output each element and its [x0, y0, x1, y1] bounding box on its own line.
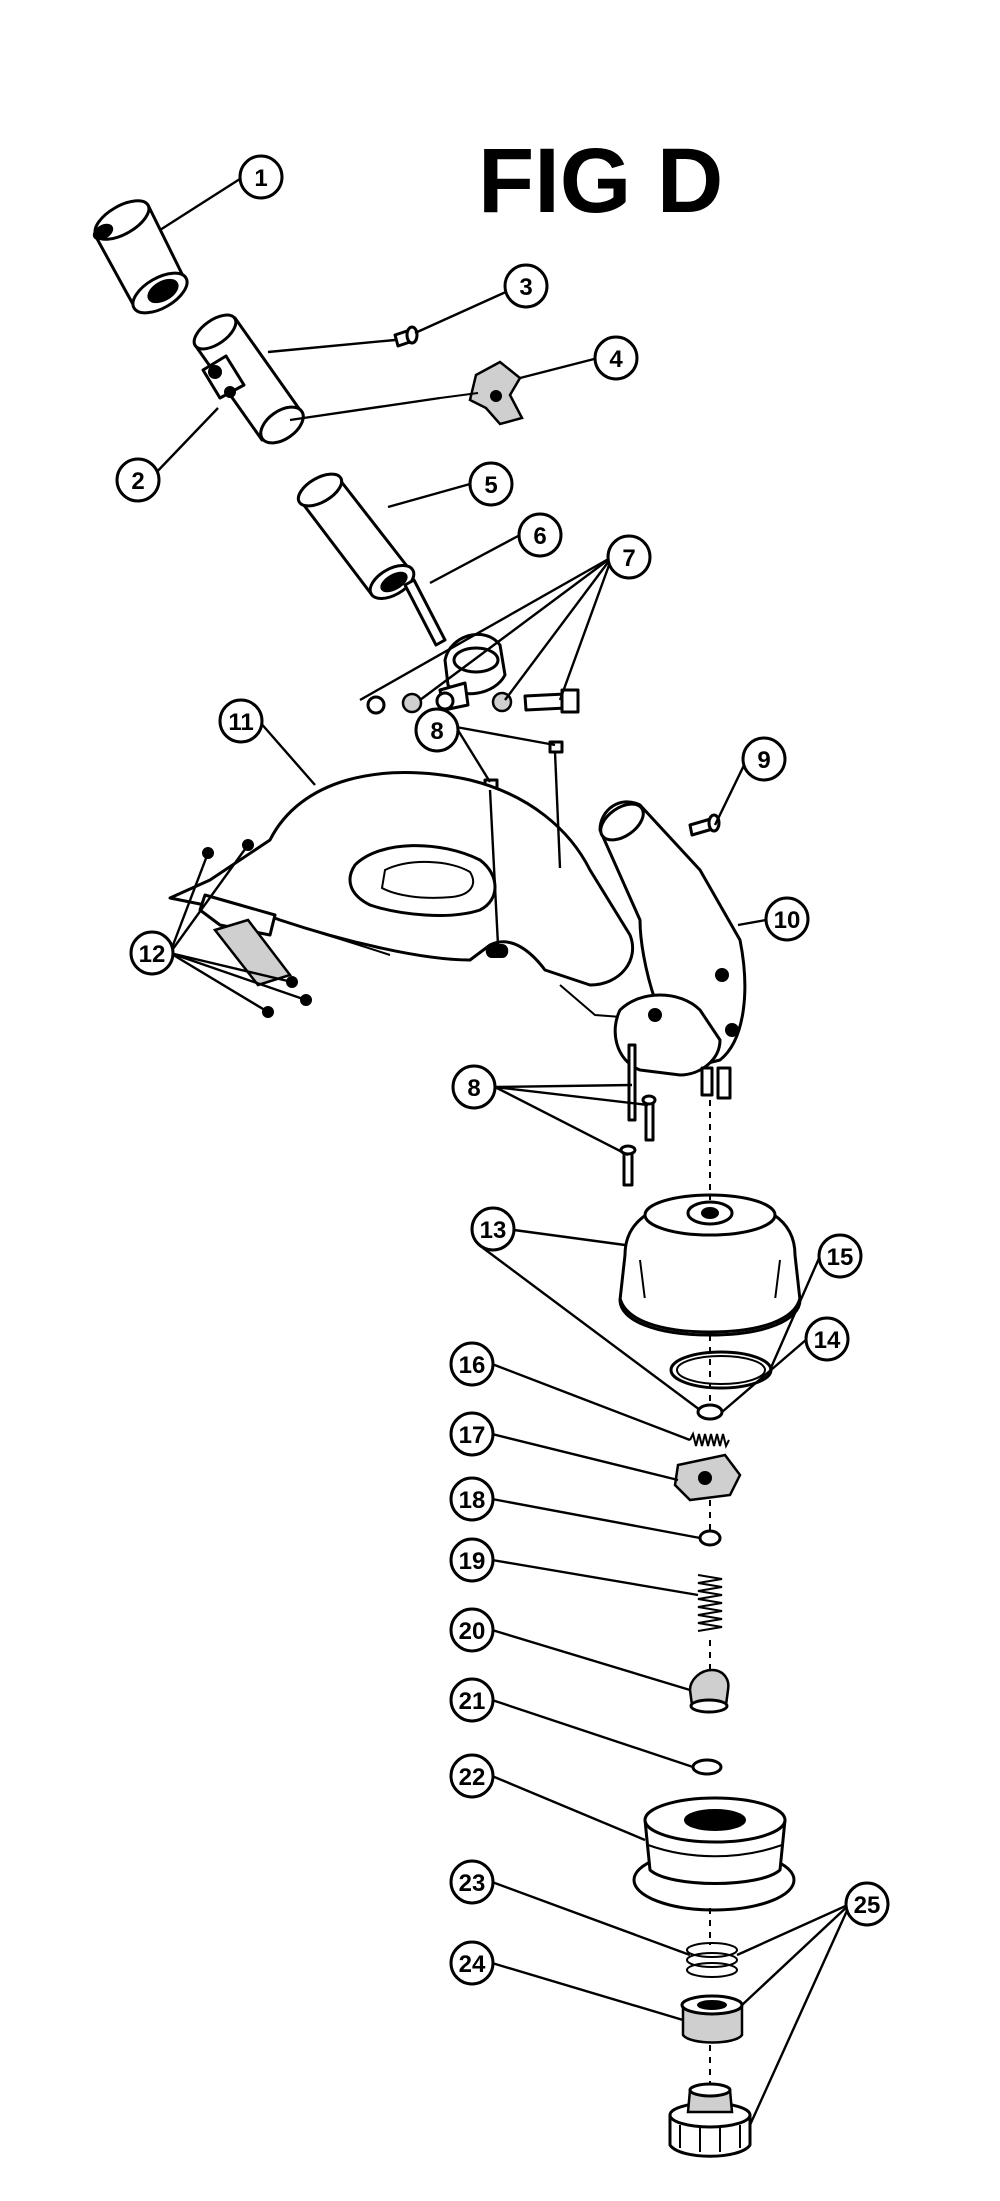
svg-text:3: 3: [519, 274, 532, 301]
svg-text:5: 5: [484, 472, 497, 499]
svg-text:7: 7: [622, 545, 635, 572]
svg-text:25: 25: [854, 1892, 881, 1919]
svg-text:19: 19: [459, 1548, 486, 1575]
svg-text:2: 2: [131, 468, 144, 495]
callout-16: 16: [449, 1341, 495, 1387]
part-13-spool-housing: [618, 1193, 802, 1337]
part-18-clip-ring: [698, 1529, 722, 1547]
callout-12: 12: [129, 930, 175, 976]
svg-text:23: 23: [459, 1870, 486, 1897]
callout-25: 25: [844, 1881, 890, 1927]
callout-1: 1: [238, 154, 284, 200]
part-8-lower-screws: [619, 1043, 657, 1187]
callout-7: 7: [606, 534, 652, 580]
svg-text:8: 8: [430, 718, 443, 745]
callout-17: 17: [449, 1411, 495, 1457]
callout-13: 13: [470, 1206, 516, 1252]
callout-15: 15: [817, 1233, 863, 1279]
svg-text:1: 1: [254, 165, 267, 192]
callout-10: 10: [764, 896, 810, 942]
part-4-knob: [439, 360, 524, 426]
part-23-spring: [686, 1942, 738, 1978]
callout-14: 14: [804, 1316, 850, 1362]
part-11-grass-shield: [168, 771, 661, 1021]
svg-text:20: 20: [459, 1618, 486, 1645]
svg-text:16: 16: [459, 1352, 486, 1379]
svg-text:10: 10: [774, 907, 801, 934]
part-2-coupler: [192, 313, 305, 445]
part-5-lower-tube: [296, 472, 416, 600]
callout-3: 3: [503, 263, 549, 309]
part-14-washer: [696, 1403, 724, 1421]
part-3-screw: [393, 325, 419, 348]
part-21-washer: [691, 1758, 723, 1776]
callout-5: 5: [468, 461, 514, 507]
svg-text:24: 24: [459, 1951, 486, 1978]
svg-text:15: 15: [827, 1244, 854, 1271]
part-19-coil-spring: [697, 1574, 723, 1632]
svg-text:13: 13: [480, 1217, 507, 1244]
svg-text:6: 6: [533, 523, 546, 550]
callout-9: 9: [741, 736, 787, 782]
callout-23: 23: [449, 1859, 495, 1905]
svg-text:17: 17: [459, 1422, 486, 1449]
callout-11: 11: [218, 698, 264, 744]
svg-text:4: 4: [609, 346, 623, 373]
part-6-shaft: [403, 578, 447, 647]
figure-title: FIG D: [478, 130, 723, 232]
svg-text:11: 11: [228, 709, 253, 736]
part-20-button: [688, 1668, 730, 1714]
callout-8-upper: 8: [414, 707, 460, 753]
callout-8-lower: 8: [451, 1064, 497, 1110]
svg-text:12: 12: [139, 941, 166, 968]
svg-text:9: 9: [757, 747, 770, 774]
callout-19: 19: [449, 1537, 495, 1583]
callout-4: 4: [593, 335, 639, 381]
part-10-head-housing: [598, 800, 747, 1100]
callout-2: 2: [115, 457, 161, 503]
callout-21: 21: [449, 1677, 495, 1723]
svg-text:18: 18: [459, 1487, 486, 1514]
callout-18: 18: [449, 1476, 495, 1522]
part-17-cam: [673, 1453, 742, 1502]
part-9-screw: [688, 813, 721, 837]
svg-text:21: 21: [459, 1688, 486, 1715]
svg-text:14: 14: [814, 1327, 841, 1354]
callout-22: 22: [449, 1753, 495, 1799]
svg-text:22: 22: [459, 1764, 486, 1791]
leader-lines: [150, 175, 852, 2126]
part-24-bushing: [680, 1994, 744, 2044]
callout-20: 20: [449, 1607, 495, 1653]
callout-24: 24: [449, 1940, 495, 1986]
part-25-cap: [668, 2082, 752, 2158]
part-22-spool: [632, 1796, 796, 1912]
part-16-spring: [689, 1431, 730, 1449]
part-1-handle-grip: [92, 199, 189, 315]
callout-6: 6: [517, 512, 563, 558]
svg-text:8: 8: [467, 1075, 480, 1102]
